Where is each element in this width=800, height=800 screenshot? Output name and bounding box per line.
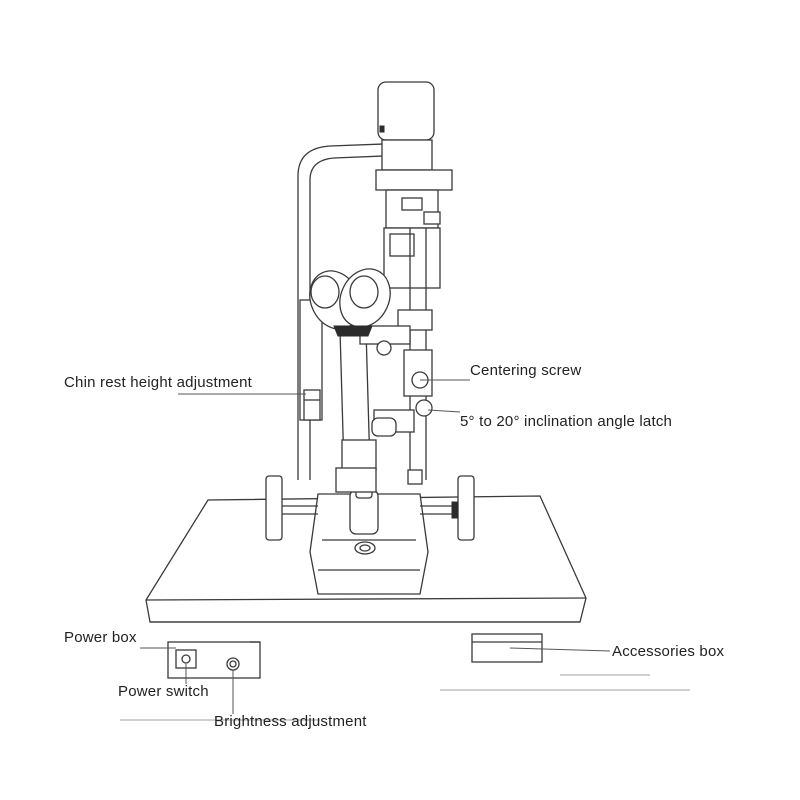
leader-lines — [140, 379, 611, 714]
illumination-column — [373, 81, 453, 485]
accessories-box — [471, 633, 543, 663]
power-switch-label: Power switch — [118, 683, 209, 700]
chin-rest-frame — [297, 143, 385, 480]
base-block — [309, 485, 429, 595]
power-box-label: Power box — [64, 629, 137, 646]
power-box — [167, 641, 261, 679]
inclination-latch-label: 5° to 20° inclination angle latch — [460, 413, 673, 430]
floor-shadow — [120, 674, 690, 721]
microscope — [309, 268, 411, 493]
chin-rest-height-label: Chin rest height adjustment — [64, 374, 253, 391]
accessories-box-label: Accessories box — [612, 643, 725, 660]
brightness-adjustment-label: Brightness adjustment — [214, 713, 367, 730]
side-rails — [265, 475, 475, 541]
centering-screw-label: Centering screw — [470, 362, 582, 379]
